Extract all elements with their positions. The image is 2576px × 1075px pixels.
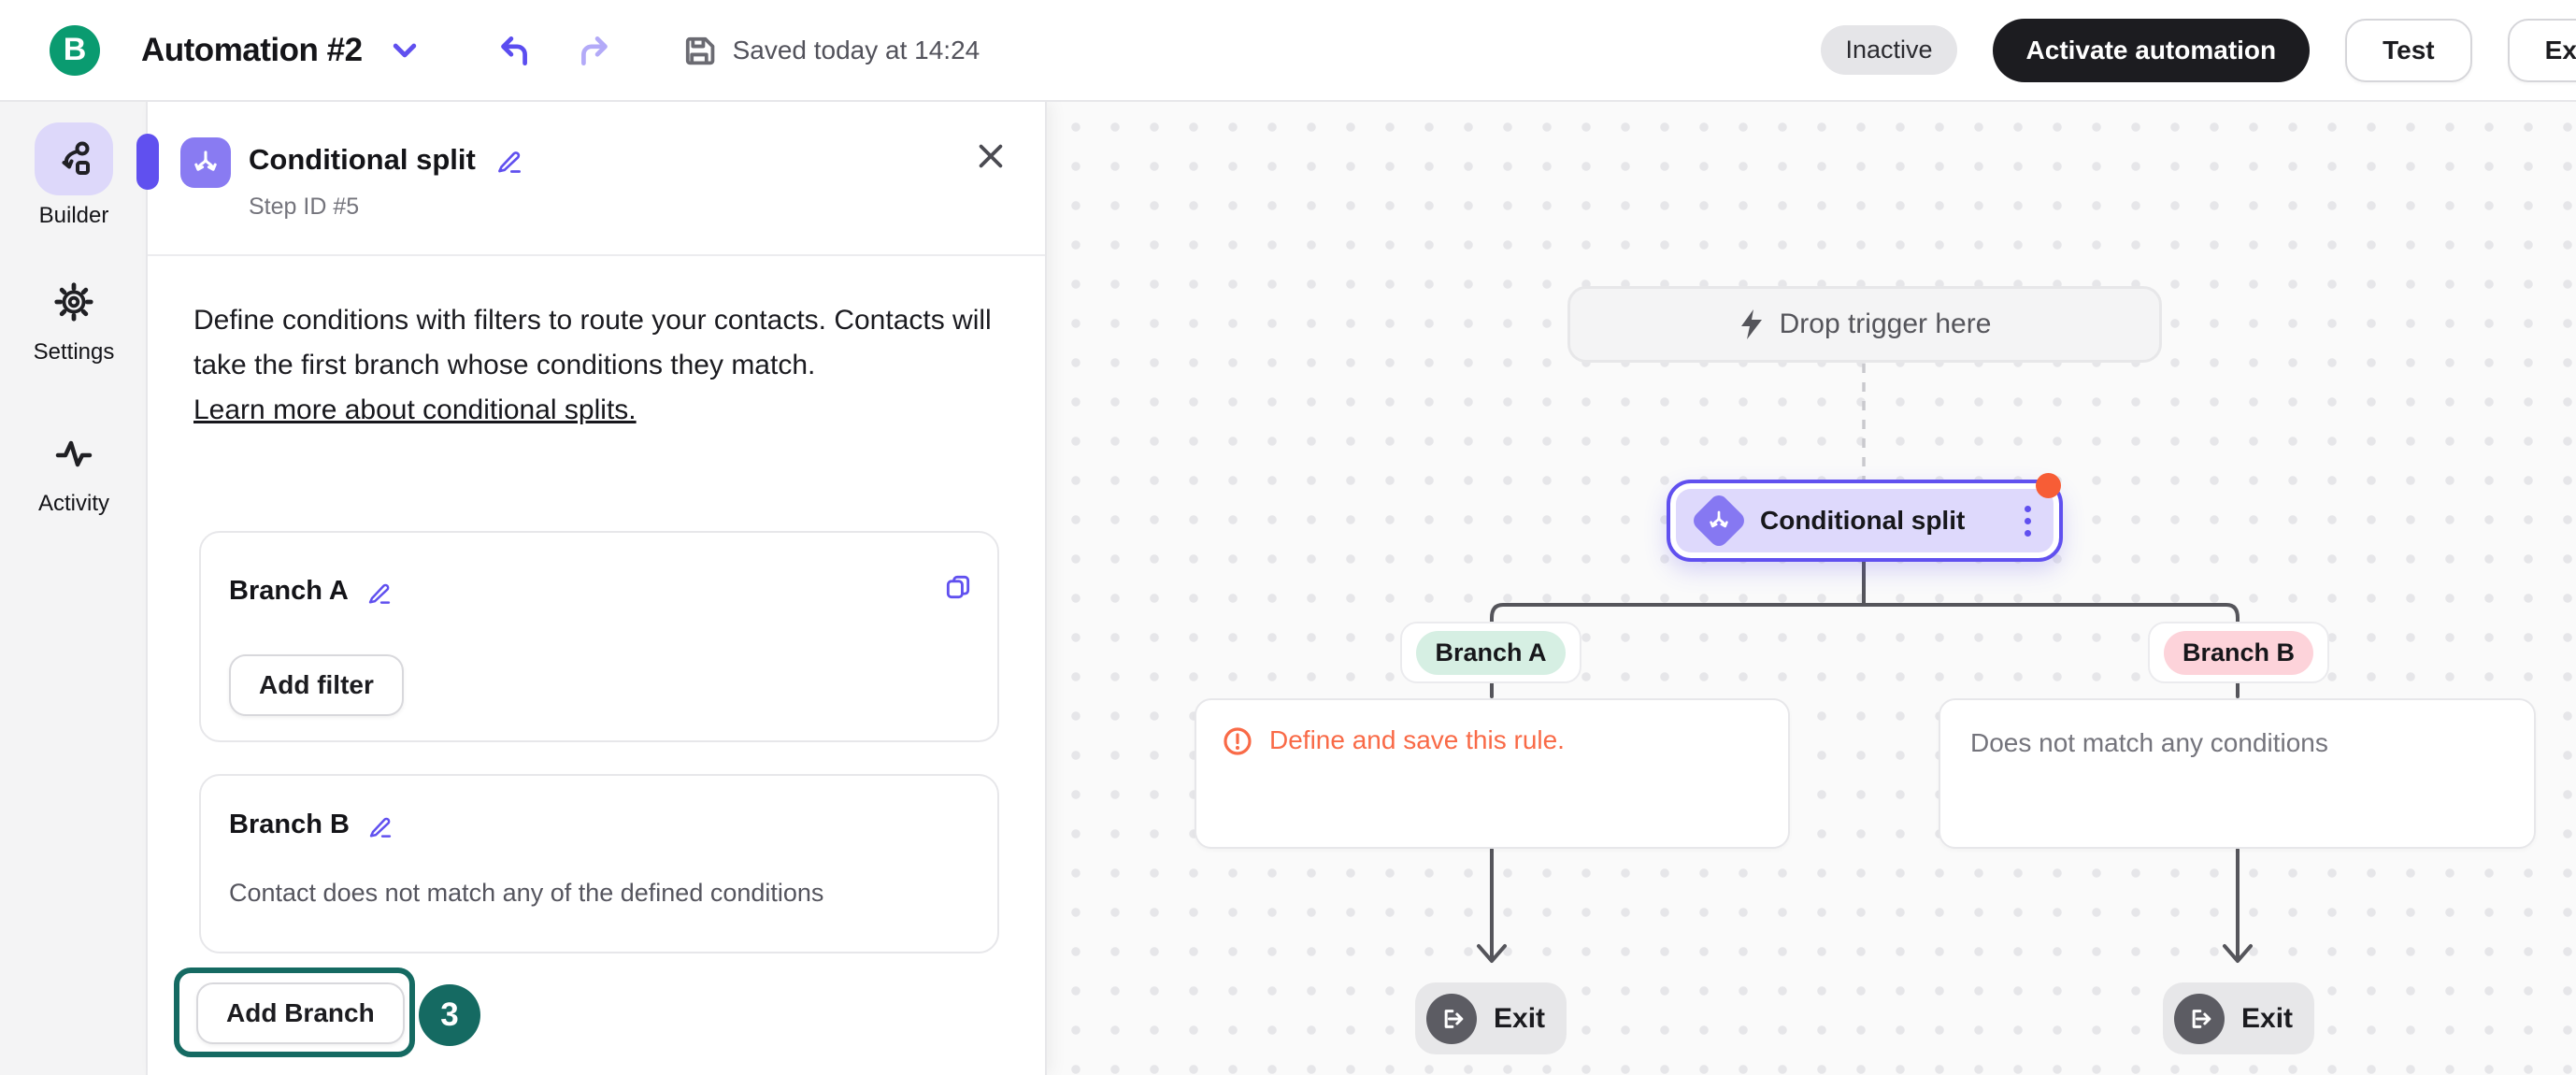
activate-automation-button[interactable]: Activate automation (1992, 18, 2311, 82)
tutorial-step-badge: 3 (419, 984, 480, 1046)
status-badge: Inactive (1821, 25, 1957, 75)
branch-a-title: Branch A (229, 576, 349, 606)
branch-b-rule-text: Does not match any conditions (1970, 728, 2328, 757)
workflow-icon (35, 122, 113, 195)
close-icon[interactable] (970, 136, 1011, 177)
node-menu-kebab-icon[interactable] (2021, 502, 2035, 540)
branch-b-card: Branch B Contact does not match any of t… (199, 774, 999, 953)
drop-trigger-placeholder[interactable]: Drop trigger here (1567, 286, 2162, 363)
sidebar-item-label: Activity (37, 491, 109, 516)
warning-icon (1224, 727, 1252, 755)
sidebar-item-label: Builder (38, 203, 109, 228)
redo-icon[interactable] (576, 31, 615, 70)
connector-lines (1477, 364, 2253, 963)
automation-title: Automation #2 (141, 31, 363, 68)
description-text: Define conditions with filters to route … (193, 305, 992, 380)
top-bar: B Automation #2 Saved today at 14:24 Ina… (0, 0, 2576, 102)
edit-title-pencil-icon[interactable] (494, 146, 522, 174)
exit-icon (1426, 993, 1477, 1044)
branch-a-badge-label: Branch A (1416, 630, 1566, 675)
active-panel-indicator (136, 134, 159, 190)
step-detail-panel: Conditional split Step ID #5 Define cond… (136, 102, 1047, 1075)
gear-icon (35, 272, 113, 332)
sidebar-item-label: Settings (33, 339, 115, 365)
exit-node-branch-a[interactable]: Exit (1415, 982, 1567, 1054)
conditional-split-icon (1689, 491, 1749, 551)
activity-icon (35, 423, 113, 483)
branch-b-title: Branch B (229, 810, 350, 839)
save-status-text: Saved today at 14:24 (732, 35, 980, 64)
branch-a-rule-text: Define and save this rule. (1269, 725, 1565, 754)
branch-a-rule-card[interactable]: Define and save this rule. (1195, 698, 1790, 849)
edit-branch-a-pencil-icon[interactable] (365, 579, 392, 605)
conditional-split-node[interactable]: Conditional split (1667, 473, 2063, 562)
exit-node-branch-b[interactable]: Exit (2163, 982, 2314, 1054)
branch-a-card: Branch A Add filter (199, 531, 999, 742)
node-warning-dot (2036, 473, 2061, 498)
add-filter-button[interactable]: Add filter (229, 654, 404, 716)
exit-label: Exit (1494, 1002, 1546, 1034)
exit-button[interactable]: Exit (2507, 18, 2576, 82)
sidebar-item-activity[interactable]: Activity (0, 423, 148, 517)
branch-b-description: Contact does not match any of the define… (229, 879, 824, 907)
exit-icon (2174, 993, 2225, 1044)
branch-b-badge[interactable]: Branch B (2148, 622, 2329, 683)
save-icon (680, 32, 718, 69)
test-button[interactable]: Test (2345, 18, 2472, 82)
sidebar-item-settings[interactable]: Settings (0, 272, 148, 366)
workflow-canvas[interactable]: Drop trigger here Conditional split Bran… (1047, 102, 2576, 1075)
panel-title: Conditional split (249, 143, 476, 176)
learn-more-link[interactable]: Learn more about conditional splits. (193, 394, 637, 425)
branch-b-badge-label: Branch B (2163, 630, 2314, 675)
branch-b-rule-card[interactable]: Does not match any conditions (1939, 698, 2536, 849)
title-chevron-down-icon[interactable] (391, 40, 419, 61)
node-title: Conditional split (1760, 506, 1966, 535)
panel-description: Define conditions with filters to route … (193, 298, 1012, 433)
panel-header: Conditional split Step ID #5 (148, 102, 1045, 256)
undo-icon[interactable] (494, 31, 533, 70)
sidebar-item-builder[interactable]: Builder (0, 122, 148, 229)
exit-label: Exit (2241, 1002, 2294, 1034)
brand-logo[interactable]: B (50, 24, 100, 76)
step-id-label: Step ID #5 (249, 194, 360, 220)
duplicate-branch-icon[interactable] (943, 572, 973, 602)
brand-logo-letter: B (63, 32, 87, 67)
conditional-split-node-inner: Conditional split (1676, 489, 2054, 552)
lightning-bolt-icon (1740, 309, 1762, 339)
add-branch-button[interactable]: Add Branch (196, 982, 405, 1044)
drop-trigger-label: Drop trigger here (1779, 308, 1992, 339)
tutorial-highlight-box (174, 968, 415, 1057)
left-sidebar: Builder Settings (0, 102, 148, 1075)
branch-a-badge[interactable]: Branch A (1400, 622, 1581, 683)
edit-branch-b-pencil-icon[interactable] (366, 812, 393, 838)
conditional-split-icon (180, 137, 231, 188)
